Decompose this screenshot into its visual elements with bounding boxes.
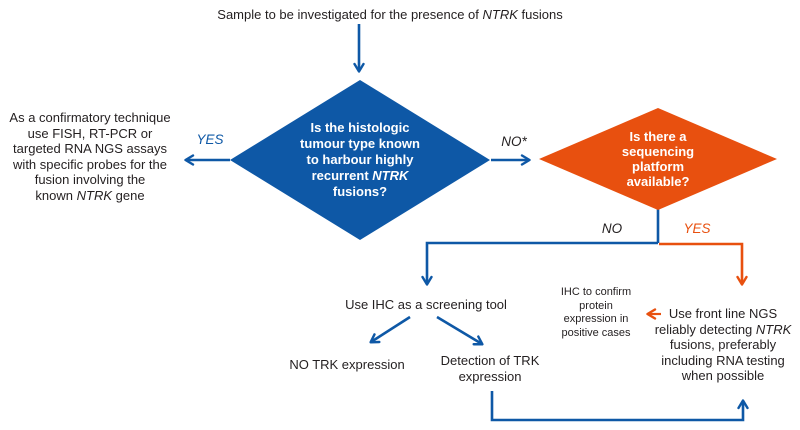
frontline-ngs-text: Use front line NGS reliably detecting NT… bbox=[642, 306, 800, 384]
arrow-yes-branch-to-frontline-ngs bbox=[659, 242, 748, 286]
trk-detection-line1: Detection of TRK bbox=[440, 353, 540, 368]
arrow-ihc-to-trk-detection bbox=[436, 315, 484, 346]
sequencing-line1: Is there a bbox=[629, 129, 687, 144]
confirmatory-note-line6-post: gene bbox=[112, 187, 145, 203]
no-asterisk-label: NO* bbox=[501, 134, 527, 149]
frontline-ngs-line2: reliably detecting NTRK bbox=[642, 322, 800, 338]
no-trk-expression-text: NO TRK expression bbox=[289, 357, 405, 372]
top-instruction-gene: NTRK bbox=[482, 7, 518, 22]
frontline-ngs-line1: Use front line NGS bbox=[668, 306, 778, 321]
trk-detection-line2: expression bbox=[458, 368, 522, 384]
yes-label-sequencing: YES bbox=[683, 221, 711, 236]
confirmatory-note-line6-gene: NTRK bbox=[76, 187, 113, 203]
confirmatory-note-line6: known NTRK gene bbox=[2, 188, 178, 204]
frontline-ngs-line2-gene: NTRK bbox=[755, 321, 792, 337]
arrow-ihc-to-no-trk-expression bbox=[369, 315, 411, 344]
sequencing-line3: platform bbox=[632, 159, 684, 174]
histology-line2: tumour type known bbox=[300, 136, 420, 151]
ihc-confirmation-line3: expression in bbox=[563, 313, 629, 325]
histology-line1: Is the histologic bbox=[310, 120, 410, 135]
trk-detection-text: Detection of TRK expression bbox=[415, 353, 565, 384]
ihc-confirmation-line2: protein bbox=[579, 299, 613, 312]
confirmatory-note: As a confirmatory technique use FISH, RT… bbox=[2, 110, 178, 203]
confirmatory-note-line5: fusion involving the bbox=[34, 172, 146, 187]
frontline-ngs-line4: including RNA testing bbox=[661, 352, 785, 368]
ihc-screening-text: Use IHC as a screening tool bbox=[345, 297, 507, 312]
histology-line4-pre: recurrent bbox=[311, 168, 373, 183]
ihc-confirmation-note: IHC to confirm protein expression in pos… bbox=[541, 286, 651, 340]
sequencing-line4: available? bbox=[626, 174, 690, 189]
confirmatory-note-line4: with specific probes for the bbox=[13, 156, 167, 172]
top-instruction-post: fusions bbox=[517, 7, 563, 22]
frontline-ngs-line2-pre: reliably detecting bbox=[654, 321, 756, 337]
arrow-no-branch-to-ihc-screening bbox=[421, 241, 658, 286]
top-instruction-pre: Sample to be investigated for the presen… bbox=[217, 7, 483, 22]
histology-decision-text: Is the histologic tumour type known to h… bbox=[280, 120, 440, 200]
yes-label-confirmatory: YES bbox=[196, 132, 224, 147]
ihc-confirmation-line4: positive cases bbox=[561, 326, 631, 339]
confirmatory-note-line1: As a confirmatory technique bbox=[9, 110, 171, 125]
histology-line5: fusions? bbox=[332, 184, 388, 199]
confirmatory-note-line6-pre: known bbox=[35, 187, 77, 203]
no-label-sequencing: NO bbox=[601, 221, 623, 236]
confirmatory-note-line3: targeted RNA NGS assays bbox=[13, 141, 167, 156]
ihc-confirmation-line1: IHC to confirm bbox=[560, 286, 632, 298]
top-instruction-text: Sample to be investigated for the presen… bbox=[155, 7, 625, 23]
histology-line4-gene: NTRK bbox=[372, 168, 409, 183]
histology-line4: recurrent NTRK bbox=[280, 168, 440, 184]
arrow-trk-detection-to-frontline-ngs bbox=[490, 391, 749, 422]
frontline-ngs-line3: fusions, preferably bbox=[669, 337, 777, 352]
sequencing-decision-text: Is there a sequencing platform available… bbox=[598, 129, 718, 189]
confirmatory-note-line2: use FISH, RT-PCR or bbox=[27, 125, 153, 141]
frontline-ngs-line5: when possible bbox=[681, 368, 765, 383]
histology-line3: to harbour highly bbox=[306, 152, 414, 167]
sequencing-line2: sequencing bbox=[621, 144, 695, 159]
